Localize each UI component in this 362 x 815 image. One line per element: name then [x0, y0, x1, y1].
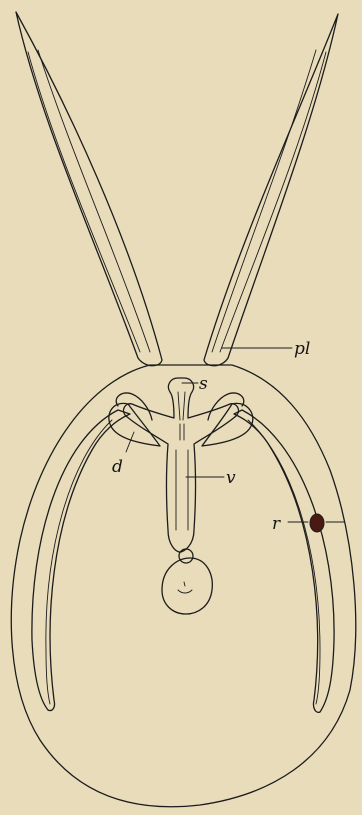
lower-bulb-mark: [178, 582, 192, 593]
right-lobe: [202, 403, 253, 446]
left-shoulder: [116, 393, 152, 420]
label-pl: pl: [294, 339, 310, 359]
body-outline: [11, 365, 355, 807]
lower-bulb: [162, 558, 212, 614]
label-s: s: [199, 374, 208, 394]
right-body-rod-inner: [248, 420, 320, 704]
left-lobe: [109, 403, 160, 446]
right-arm-outer: [204, 14, 338, 366]
label-r: r: [272, 514, 281, 534]
right-arm-inner: [212, 50, 326, 352]
central-skeleton-inner: [176, 392, 188, 530]
left-arm-inner: [28, 50, 150, 352]
leader-d: [126, 432, 134, 452]
central-skeleton: [124, 378, 239, 552]
left-arm-outer: [16, 12, 162, 366]
label-v: v: [226, 468, 236, 488]
right-body-rod: [234, 410, 334, 712]
label-d: d: [112, 457, 123, 477]
lower-bulb-knob: [179, 549, 193, 563]
spot-r: [310, 514, 324, 532]
